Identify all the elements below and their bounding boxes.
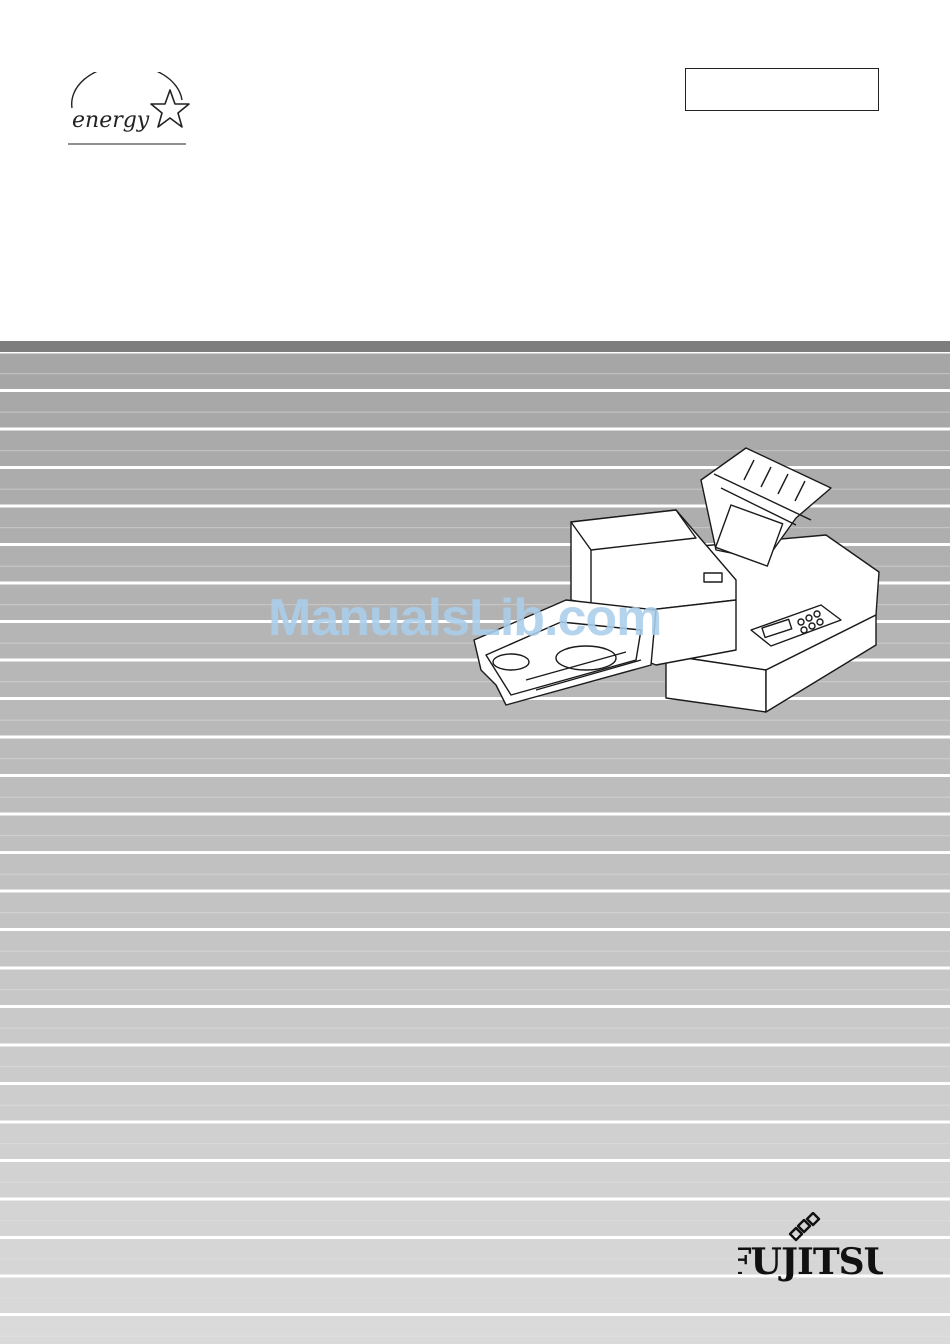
stripe-band xyxy=(0,1045,950,1084)
stripe-separator xyxy=(0,389,950,392)
stripe-band xyxy=(0,1122,950,1161)
watermark-text: ManualsLib.com xyxy=(268,588,698,648)
stripe-separator xyxy=(0,1159,950,1162)
brand-name: FUJITSU xyxy=(738,1241,883,1283)
stripe-separator xyxy=(0,967,950,970)
stripe-inner-line xyxy=(0,1143,950,1144)
stripe-inner-line xyxy=(0,835,950,836)
scanner-illustration-icon xyxy=(466,440,886,720)
energy-star-logo: energy xyxy=(62,72,192,148)
top-dark-bar xyxy=(0,341,950,352)
stripe-separator xyxy=(0,1044,950,1047)
stripe-separator xyxy=(0,1313,950,1316)
stripe-separator xyxy=(0,813,950,816)
stripe-band xyxy=(0,930,950,969)
fujitsu-logo: FUJITSU xyxy=(738,1212,883,1292)
stripe-separator xyxy=(0,736,950,739)
stripe-band xyxy=(0,391,950,430)
stripe-band xyxy=(0,968,950,1007)
stripe-band xyxy=(0,1315,950,1344)
stripe-inner-line xyxy=(0,874,950,875)
stripe-inner-line xyxy=(0,1336,950,1337)
stripe-inner-line xyxy=(0,912,950,913)
stripe-separator xyxy=(0,1121,950,1124)
stripe-separator xyxy=(0,428,950,431)
stripe-inner-line xyxy=(0,1028,950,1029)
stripe-separator xyxy=(0,1198,950,1201)
stripe-separator xyxy=(0,890,950,893)
stripe-inner-line xyxy=(0,989,950,990)
stripe-separator xyxy=(0,1082,950,1085)
stripe-inner-line xyxy=(0,1105,950,1106)
stripe-separator xyxy=(0,851,950,854)
stripe-inner-line xyxy=(0,373,950,374)
stripe-inner-line xyxy=(0,1066,950,1067)
stripe-inner-line xyxy=(0,1297,950,1298)
stripe-band xyxy=(0,737,950,776)
model-number-box xyxy=(685,68,879,111)
stripe-band xyxy=(0,853,950,892)
stripe-inner-line xyxy=(0,797,950,798)
stripe-inner-line xyxy=(0,1182,950,1183)
energy-logo-text: energy xyxy=(72,108,150,133)
stripe-band xyxy=(0,776,950,815)
stripe-separator xyxy=(0,774,950,777)
stripe-inner-line xyxy=(0,951,950,952)
stripe-band xyxy=(0,352,950,391)
stripe-band xyxy=(0,1161,950,1200)
stripe-inner-line xyxy=(0,758,950,759)
stripe-band xyxy=(0,814,950,853)
stripe-separator xyxy=(0,928,950,931)
stripe-band xyxy=(0,891,950,930)
stripe-separator xyxy=(0,1005,950,1008)
stripe-band xyxy=(0,1084,950,1123)
stripe-band xyxy=(0,1007,950,1046)
stripe-inner-line xyxy=(0,412,950,413)
